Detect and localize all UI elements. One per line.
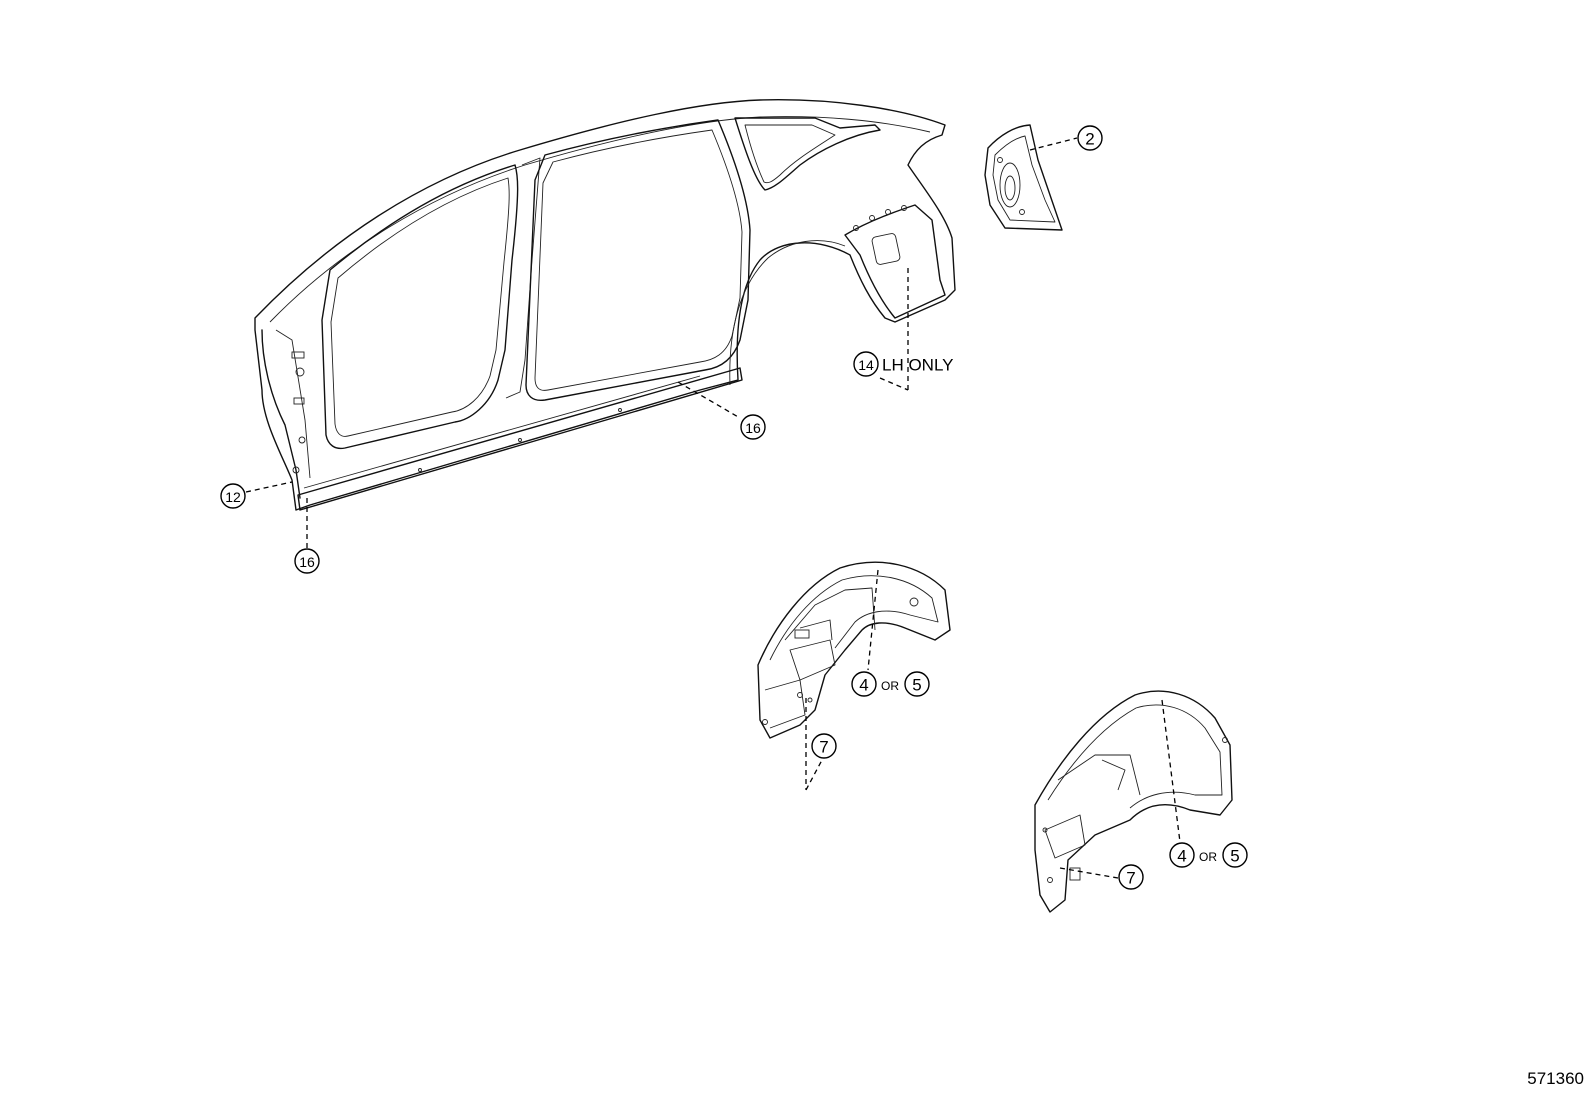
svg-text:7: 7 <box>819 738 828 757</box>
leader-lines <box>245 137 1181 879</box>
front-wheel-liner <box>757 561 951 739</box>
figure-number: 571360 <box>1527 1069 1584 1088</box>
quarter-inner-piece <box>984 124 1063 231</box>
svg-text:4: 4 <box>1177 847 1186 866</box>
side-body-panel <box>254 99 956 511</box>
svg-text:2: 2 <box>1085 130 1094 149</box>
svg-text:5: 5 <box>1230 847 1239 866</box>
svg-text:4: 4 <box>859 676 868 695</box>
svg-text:OR: OR <box>881 679 899 693</box>
callout-7-front: 7 <box>811 733 837 759</box>
svg-text:16: 16 <box>745 420 761 436</box>
callout-16-sill: 16 <box>740 414 766 440</box>
callout-12: 12 <box>220 483 246 509</box>
svg-text:5: 5 <box>912 676 921 695</box>
callout-4-or-5-rear: 4 OR 5 <box>1169 842 1248 868</box>
svg-text:16: 16 <box>299 554 315 570</box>
callout-4-or-5-front: 4 OR 5 <box>851 671 930 697</box>
svg-text:7: 7 <box>1126 869 1135 888</box>
rear-wheel-liner <box>1034 690 1233 913</box>
svg-text:14: 14 <box>858 357 874 373</box>
callout-2: 2 <box>1077 125 1103 151</box>
svg-text:OR: OR <box>1199 850 1217 864</box>
callout-7-rear: 7 <box>1118 864 1144 890</box>
callout-14: 14 LH ONLY <box>853 351 954 377</box>
svg-text:12: 12 <box>225 489 241 505</box>
callout-16-pillar: 16 <box>294 548 320 574</box>
lh-only-note: LH ONLY <box>882 356 954 375</box>
